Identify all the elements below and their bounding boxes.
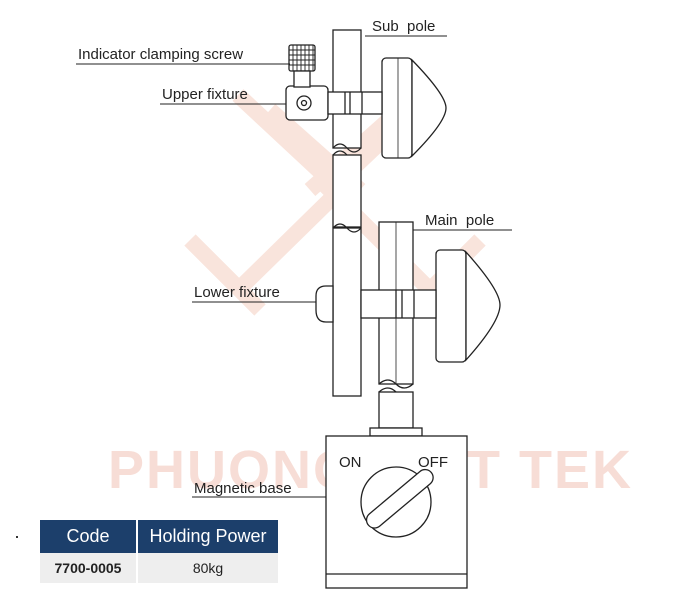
label-lower-fixture: Lower fixture [194, 284, 280, 301]
spec-table: Code Holding Power 7700-0005 80kg [40, 520, 278, 583]
lower-fixture [315, 285, 437, 323]
spec-cell-code: 7700-0005 [40, 553, 138, 583]
stray-dot [16, 536, 18, 538]
spec-header-holding-power: Holding Power [137, 520, 278, 553]
base-post [369, 379, 423, 437]
indicator-clamping-screw [288, 44, 316, 88]
label-main-pole: Main pole [425, 212, 494, 229]
spec-header-code: Code [40, 520, 138, 553]
table-row: 7700-0005 80kg [40, 553, 278, 583]
leader-lines [76, 35, 512, 498]
label-switch-off: OFF [418, 454, 448, 471]
label-sub-pole: Sub pole [372, 18, 435, 35]
spec-cell-holding-power: 80kg [137, 553, 278, 583]
label-upper-fixture: Upper fixture [162, 86, 248, 103]
label-switch-on: ON [339, 454, 362, 471]
switch-lever [365, 468, 434, 529]
label-magnetic-base: Magnetic base [194, 480, 292, 497]
label-indicator-clamping-screw: Indicator clamping screw [78, 46, 243, 63]
upper-fixture [285, 85, 383, 121]
magnetic-base [325, 435, 468, 589]
sub-pole [332, 29, 447, 228]
spec-header-row: Code Holding Power [40, 520, 278, 553]
